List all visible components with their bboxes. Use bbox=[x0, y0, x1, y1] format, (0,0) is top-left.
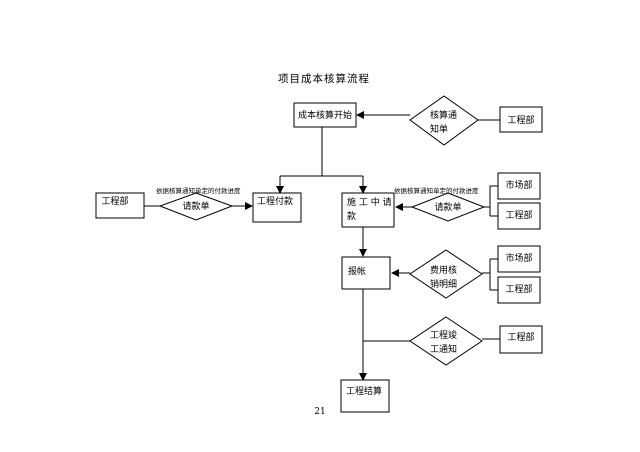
box-eng-settlement: 工程结算 bbox=[340, 379, 390, 413]
box-market-dept-1-label: 市场部 bbox=[505, 179, 532, 191]
box-market-dept-2-label: 市场部 bbox=[505, 252, 532, 264]
connectors bbox=[144, 111, 500, 381]
box-start-label: 成本核算开始 bbox=[298, 109, 352, 121]
box-eng-dept-right-3: 工程部 bbox=[499, 325, 543, 354]
box-eng-dept-right-2-label: 工程部 bbox=[505, 283, 532, 295]
box-reimburse-label: 报帐 bbox=[348, 265, 366, 277]
diamond-payment-request-right-label: 请款单 bbox=[434, 201, 461, 213]
box-eng-payment: 工程付款 bbox=[252, 192, 302, 223]
diamond-settlement-notice-line1: 核算通 bbox=[430, 109, 457, 121]
diamond-completion-notice: 工程竣 工通知 bbox=[409, 316, 483, 366]
box-eng-settlement-label: 工程结算 bbox=[346, 385, 382, 397]
diamond-payment-request-left-label: 请款单 bbox=[182, 200, 209, 212]
page-title: 项目成本核算流程 bbox=[278, 72, 370, 85]
box-eng-dept-left-label: 工程部 bbox=[101, 195, 128, 207]
diamond-payment-request-right: 请款单 bbox=[410, 192, 486, 222]
diamond-settlement-notice: 核算通 知单 bbox=[409, 95, 479, 146]
diamond-payment-request-left: 请款单 bbox=[158, 192, 234, 221]
diamond-expense-detail-line2: 销明细 bbox=[430, 278, 457, 290]
box-start: 成本核算开始 bbox=[293, 102, 357, 128]
box-eng-dept-right-1: 工程部 bbox=[497, 202, 541, 230]
box-market-dept-2: 市场部 bbox=[497, 245, 541, 273]
box-construction-request-line2: 款 bbox=[347, 210, 356, 222]
diamond-expense-detail: 费用核 销明细 bbox=[409, 249, 483, 299]
box-eng-dept-right-2: 工程部 bbox=[497, 276, 541, 304]
box-reimburse: 报帐 bbox=[341, 256, 391, 290]
box-eng-dept-right-1-label: 工程部 bbox=[505, 209, 532, 221]
box-eng-dept-right-3-label: 工程部 bbox=[507, 331, 534, 343]
note-right: 依据核算通知单定的付款进度 bbox=[394, 186, 479, 195]
diamond-completion-notice-line1: 工程竣 bbox=[430, 329, 457, 341]
box-market-dept-1: 市场部 bbox=[497, 172, 541, 200]
diamond-expense-detail-line1: 费用核 bbox=[430, 264, 457, 276]
box-eng-payment-label: 工程付款 bbox=[257, 195, 293, 207]
box-eng-dept-top-label: 工程部 bbox=[507, 114, 534, 126]
box-eng-dept-top: 工程部 bbox=[499, 106, 543, 133]
box-eng-dept-left: 工程部 bbox=[95, 192, 145, 219]
box-construction-request: 施 工 中 请 款 bbox=[341, 192, 395, 228]
diamond-completion-notice-line2: 工通知 bbox=[430, 343, 457, 355]
page-number: 21 bbox=[314, 407, 325, 417]
diamond-settlement-notice-line2: 知单 bbox=[430, 123, 448, 135]
note-left: 依据核算通知单定的付款进度 bbox=[156, 186, 241, 195]
box-construction-request-line1: 施 工 中 请 bbox=[347, 196, 392, 208]
